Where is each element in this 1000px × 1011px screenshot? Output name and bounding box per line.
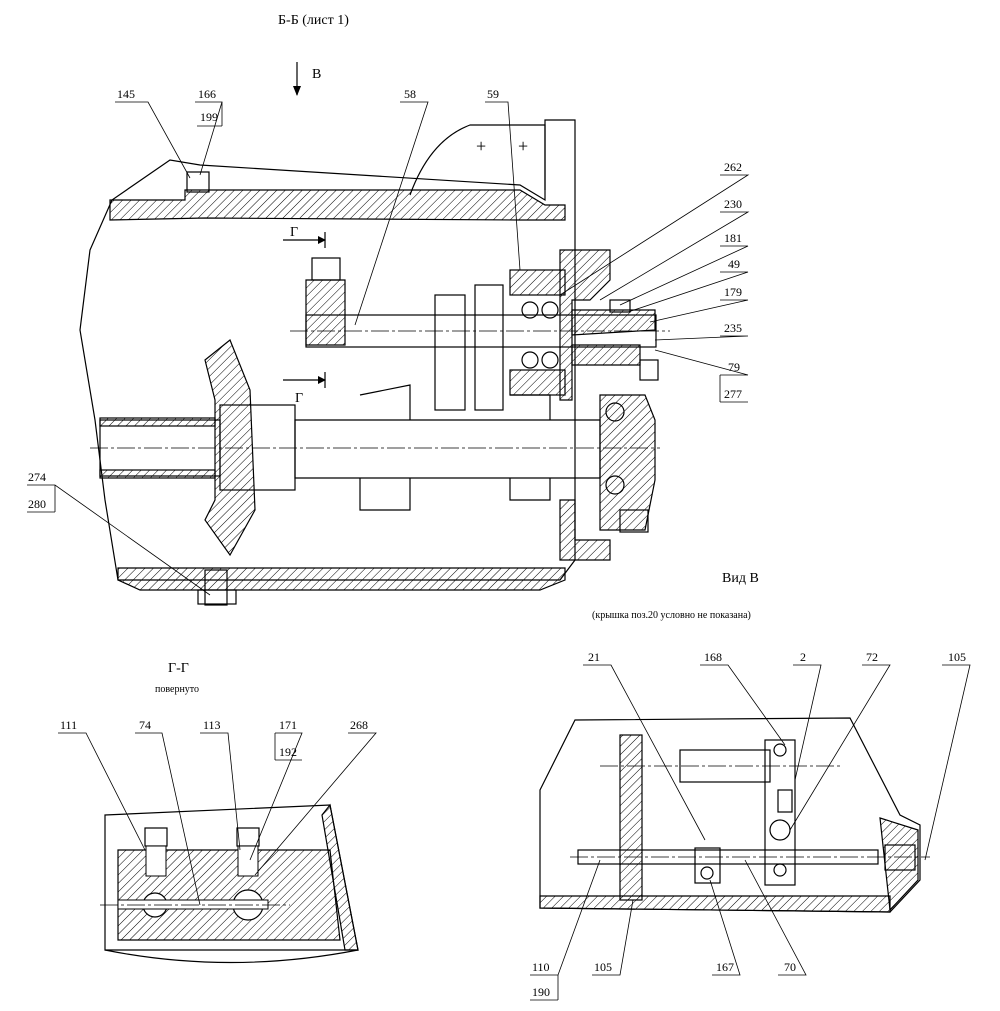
bolt-head xyxy=(311,257,341,281)
view-v-plate xyxy=(619,734,643,901)
drain-bolt xyxy=(204,569,228,606)
right-flange-lower xyxy=(559,499,611,561)
gg-bolt-right xyxy=(236,827,260,847)
callout-199: 199 xyxy=(200,110,218,124)
callout-58: 58 xyxy=(404,87,416,101)
nut xyxy=(609,299,631,313)
callout-168: 168 xyxy=(704,650,722,664)
plus-mark: + xyxy=(518,136,528,156)
shaft-wall xyxy=(99,417,216,427)
housing-top-wall xyxy=(109,189,566,221)
callout-167: 167 xyxy=(716,960,734,974)
housing-bottom-wall xyxy=(117,567,566,591)
callout-59: 59 xyxy=(487,87,499,101)
callout-105-bottom: 105 xyxy=(594,960,612,974)
section-gg-note: повернуто xyxy=(155,684,199,695)
callout-277: 277 xyxy=(724,387,742,401)
callout-190: 190 xyxy=(532,985,550,999)
bearing-cup-bottom xyxy=(509,369,566,396)
cut-g-bottom: Г xyxy=(295,391,303,406)
leaders-gg xyxy=(58,732,377,906)
top-bolt xyxy=(186,171,210,193)
leaders-bb xyxy=(27,101,750,596)
section-bb-title: Б-Б (лист 1) xyxy=(278,13,349,28)
gear-upper xyxy=(434,294,466,411)
drain-bolt-head xyxy=(197,589,237,605)
section-gg: 111 74 113 171 192 268 xyxy=(58,718,377,964)
lower-shaft xyxy=(294,419,601,479)
callout-274: 274 xyxy=(28,470,46,484)
callout-235: 235 xyxy=(724,321,742,335)
callout-145: 145 xyxy=(117,87,135,101)
view-v-right-wall xyxy=(879,817,919,912)
end-cap-bottom xyxy=(571,344,641,366)
right-flange-upper xyxy=(559,249,611,401)
shaft-wall xyxy=(99,469,216,479)
view-v: 21 168 2 72 105 110 190 105 167 70 xyxy=(530,650,971,1001)
callout-181: 181 xyxy=(724,231,742,245)
bevel-disk xyxy=(204,339,256,557)
callout-262: 262 xyxy=(724,160,742,174)
bearing-ball xyxy=(521,351,539,369)
bearing-ball xyxy=(541,351,559,369)
nut xyxy=(619,509,649,533)
callout-268: 268 xyxy=(350,718,368,732)
callout-179: 179 xyxy=(724,285,742,299)
callout-166: 166 xyxy=(198,87,216,101)
section-gg-title: Г-Г xyxy=(168,661,189,676)
view-v-note: (крышка поз.20 условно не показана) xyxy=(592,610,751,621)
bearing-ball xyxy=(521,301,539,319)
gear-upper-2 xyxy=(474,284,504,411)
callout-111: 111 xyxy=(60,718,77,732)
end-cap-top xyxy=(571,309,656,336)
callout-21: 21 xyxy=(588,650,600,664)
plus-mark: + xyxy=(476,136,486,156)
callout-105-top: 105 xyxy=(948,650,966,664)
bearing-cup-top xyxy=(509,269,566,296)
callout-2: 2 xyxy=(800,650,806,664)
callout-280: 280 xyxy=(28,497,46,511)
callout-79: 79 xyxy=(728,360,740,374)
gg-body xyxy=(117,849,341,941)
view-v-outline xyxy=(539,717,921,913)
gear-lower xyxy=(359,384,411,511)
housing-lug xyxy=(409,124,546,196)
fork-lever xyxy=(764,739,796,886)
callout-230: 230 xyxy=(724,197,742,211)
gg-bottom-curve xyxy=(104,949,359,964)
leaders-view-v xyxy=(530,664,971,1001)
cut-g-top: Г xyxy=(290,225,298,240)
bearing-ball xyxy=(605,475,625,495)
callout-113: 113 xyxy=(203,718,221,732)
fork-block xyxy=(305,279,346,346)
gear-lower-2 xyxy=(509,394,551,501)
fork-block-v xyxy=(694,847,721,884)
callout-171: 171 xyxy=(279,718,297,732)
callout-110: 110 xyxy=(532,960,550,974)
housing-outline xyxy=(79,119,576,581)
view-v-base xyxy=(539,895,891,913)
nut-v xyxy=(884,844,916,871)
bearing-ball xyxy=(541,301,559,319)
callout-74: 74 xyxy=(139,718,151,732)
nut xyxy=(639,359,659,381)
gg-bolt-left xyxy=(144,827,168,847)
callout-192: 192 xyxy=(279,745,297,759)
section-bb: + + xyxy=(27,62,750,606)
bearing-ball xyxy=(605,402,625,422)
callout-72: 72 xyxy=(866,650,878,664)
bearing-cover xyxy=(599,394,656,531)
view-v-title: Вид В xyxy=(722,571,759,586)
arrow-v-label: В xyxy=(312,67,321,82)
callout-49: 49 xyxy=(728,257,740,271)
callout-70: 70 xyxy=(784,960,796,974)
